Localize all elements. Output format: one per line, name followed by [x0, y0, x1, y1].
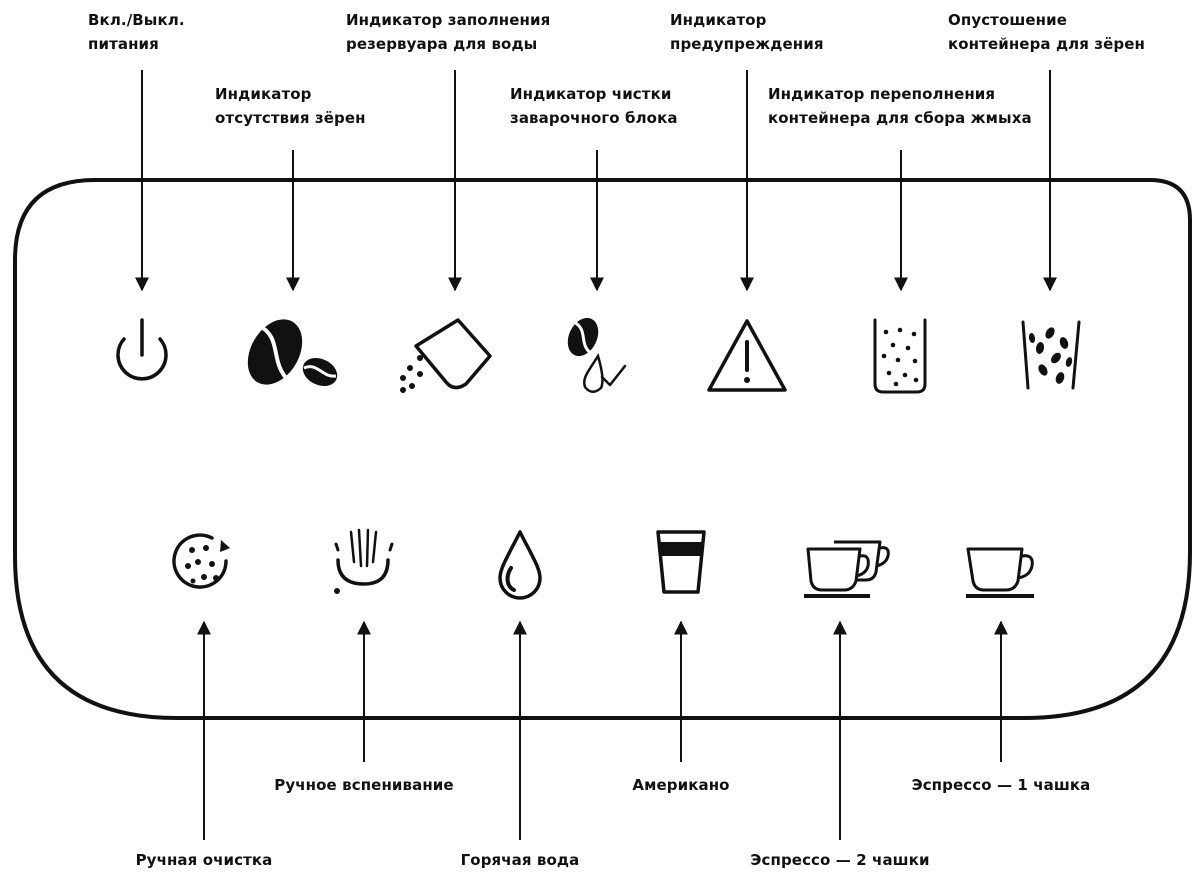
one-cup-icon[interactable]	[966, 547, 1034, 598]
water-drop-icon[interactable]	[498, 530, 542, 600]
panel-outline	[13, 178, 1192, 720]
label-water-tank: Индикатор заполнения резервуара для воды	[346, 11, 551, 53]
label-manual-froth: Ручное вспенивание	[274, 776, 454, 794]
coffee-beans-icon	[247, 319, 338, 387]
water-tank-icon	[400, 318, 492, 393]
label-espresso-two: Эспрессо — 2 чашки	[750, 851, 930, 869]
americano-glass-icon[interactable]	[656, 530, 706, 594]
label-power: Вкл./Выкл. питания	[88, 11, 185, 53]
warning-icon	[707, 319, 787, 392]
label-espresso-one: Эспрессо — 1 чашка	[911, 776, 1091, 794]
label-no-beans: Индикатор отсутствия зёрен	[215, 85, 366, 127]
two-cups-icon[interactable]	[804, 540, 890, 598]
label-grounds: Индикатор переполнения контейнера для сб…	[768, 85, 1032, 127]
label-brew-unit: Индикатор чистки заварочного блока	[510, 85, 678, 127]
brew-unit-icon	[567, 317, 627, 393]
grounds-container-icon	[873, 318, 927, 394]
power-icon[interactable]	[116, 318, 168, 381]
label-americano: Американо	[632, 776, 730, 794]
cleaning-icon[interactable]	[172, 533, 230, 589]
label-bean-empty: Опустошение контейнера для зёрен	[948, 11, 1145, 53]
label-manual-clean: Ручная очистка	[135, 851, 273, 869]
label-hot-water: Горячая вода	[460, 851, 580, 869]
frothing-icon[interactable]	[334, 528, 394, 594]
label-warning: Индикатор предупреждения	[670, 11, 824, 53]
bean-container-icon	[1021, 320, 1081, 390]
